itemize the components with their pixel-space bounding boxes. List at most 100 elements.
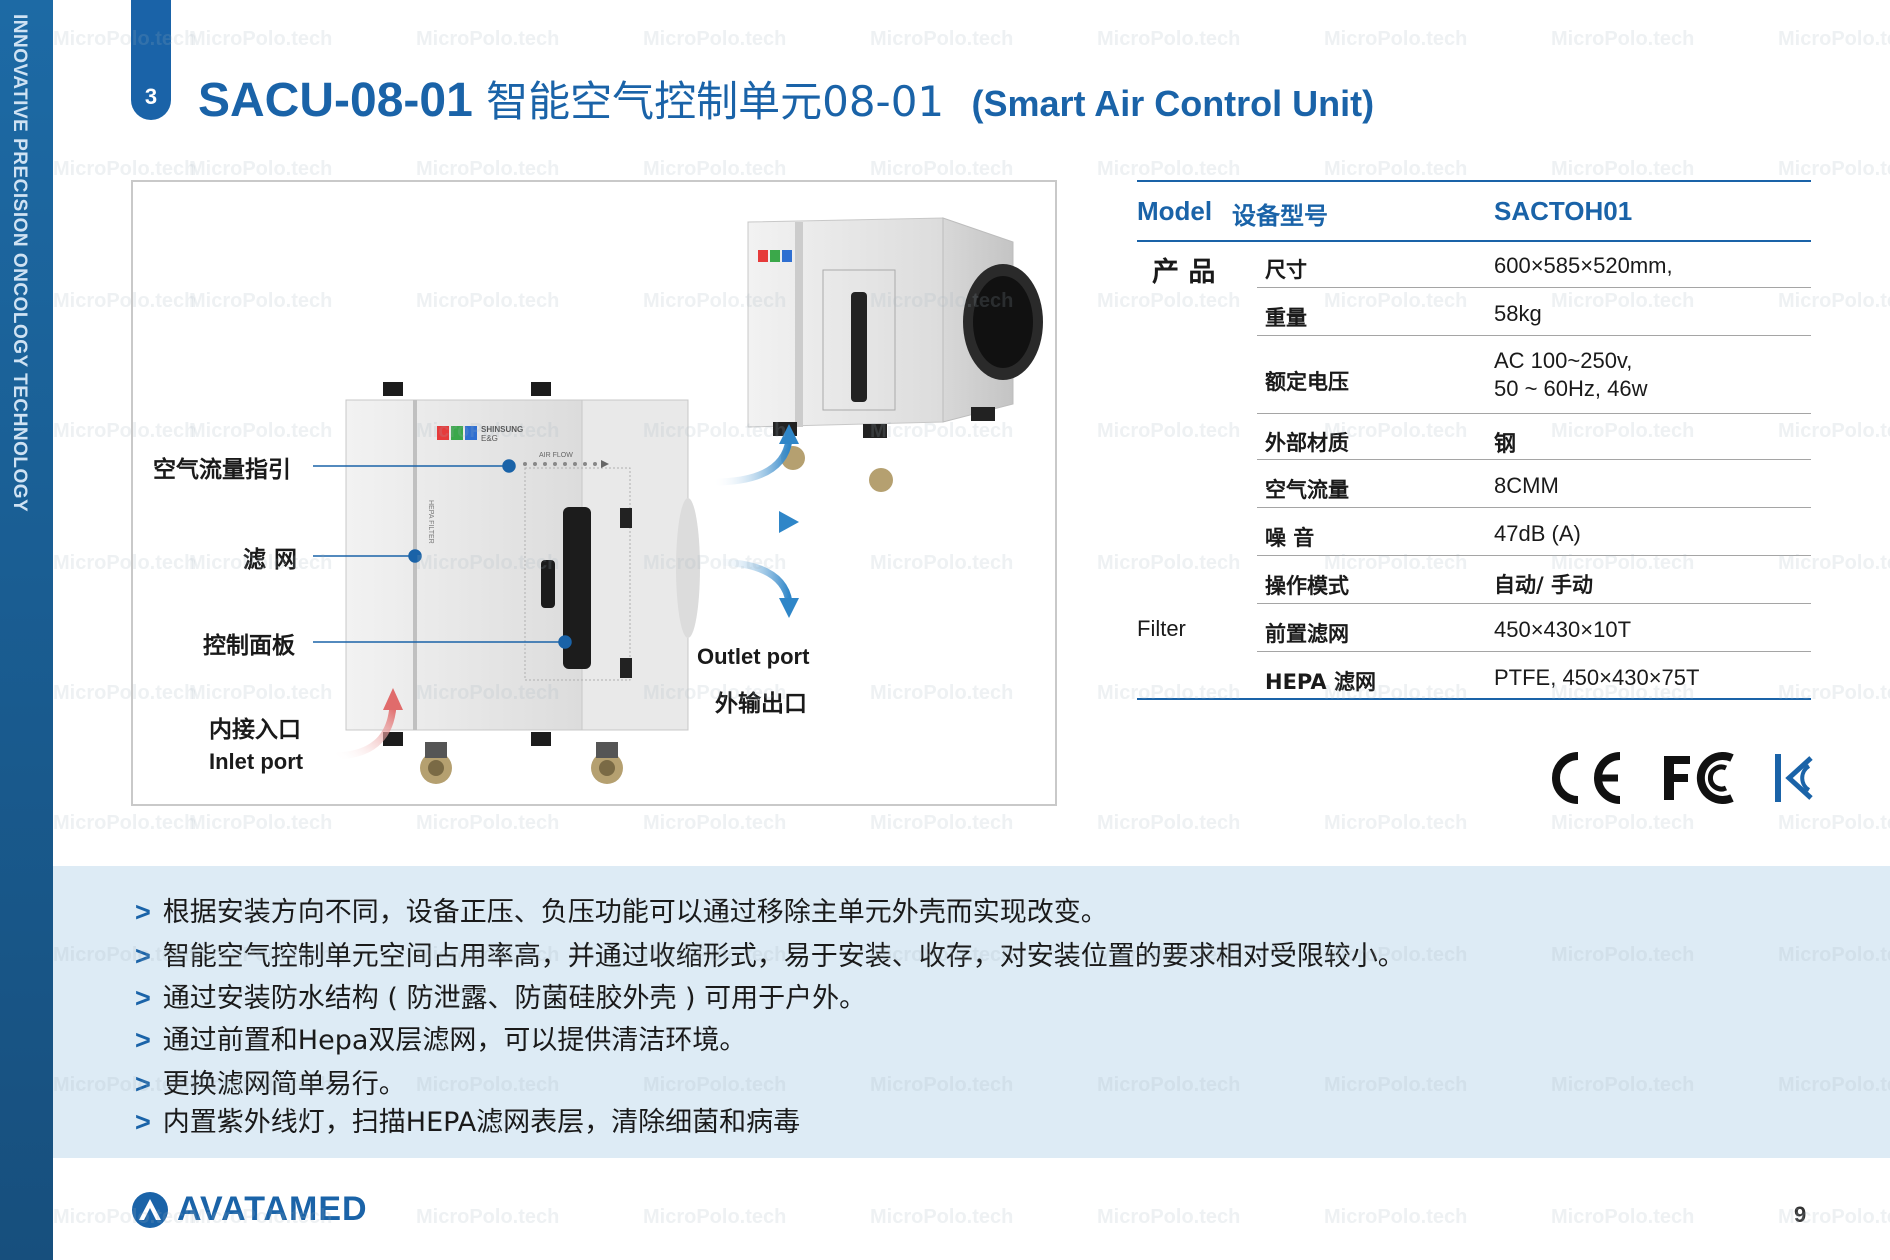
title-en: (Smart Air Control Unit) [971, 83, 1375, 124]
inlet-arrow [332, 688, 403, 760]
main-unit-illustration: SHINSUNG E&G AIR FLOW HEPA FILTER [345, 382, 700, 784]
brand-sub-text: E&G [481, 434, 498, 443]
watermark-text: MicroPolo.tech [870, 28, 1014, 50]
spec-header-label-en: Model [1137, 196, 1213, 226]
spec-row: 尺寸 600×585×520mm, [1137, 240, 1811, 288]
spec-value: 47dB (A) [1494, 521, 1581, 546]
spec-row: 噪 音 47dB (A) [1137, 508, 1811, 556]
company-logo: AVATAMED [131, 1190, 368, 1229]
spec-row: 空气流量 8CMM [1137, 460, 1811, 508]
product-image-frame: SHINSUNG E&G AIR FLOW HEPA FILTER [131, 180, 1057, 806]
watermark-text: MicroPolo.tech [1097, 812, 1241, 834]
section-badge-bar [131, 0, 171, 66]
spec-header: Model 设备型号 SACTOH01 [1137, 180, 1811, 242]
spec-header-label-cn: 设备型号 [1232, 202, 1328, 230]
spec-row: HEPA 滤网 PTFE, 450×430×75T [1137, 652, 1811, 700]
spec-row: 操作模式 自动/ 手动 [1137, 556, 1811, 604]
watermark-text: MicroPolo.tech [870, 812, 1014, 834]
spec-value: AC 100~250v, [1494, 348, 1633, 373]
spec-key: HEPA 滤网 [1265, 670, 1376, 694]
page-number: 9 [1794, 1202, 1807, 1227]
bullet-arrow: > [135, 1025, 151, 1055]
spec-row: 前置滤网 450×430×10T [1137, 604, 1811, 652]
logo-text: AVATAMED [177, 1190, 368, 1228]
spec-key: 前置滤网 [1265, 622, 1349, 646]
kc-logo-icon [1775, 754, 1813, 802]
title-model: SACU-08-01 [198, 74, 473, 127]
spec-group-product: 产 品 [1152, 257, 1216, 288]
bullet-arrow: > [135, 1107, 151, 1137]
spec-key: 空气流量 [1265, 478, 1349, 502]
page-title: SACU-08-01 智能空气控制单元08-01 (Smart Air Cont… [198, 68, 1374, 129]
spec-value: PTFE, 450×430×75T [1494, 665, 1700, 690]
title-cn: 智能空气控制单元08-01 [486, 77, 945, 126]
spec-value: 58kg [1494, 301, 1542, 326]
spec-row: 重量 58kg [1137, 288, 1811, 336]
watermark-text: MicroPolo.tech [53, 812, 197, 834]
spec-value: 450×430×10T [1494, 617, 1632, 642]
watermark-text: MicroPolo.tech [1097, 28, 1241, 50]
list-item: >内置紫外线灯，扫描HEPA滤网表层，清除细菌和病毒 [135, 1107, 801, 1138]
watermark-text: MicroPolo.tech [1324, 158, 1468, 180]
watermark-text: MicroPolo.tech [1778, 158, 1890, 180]
watermark-text: MicroPolo.tech [1551, 812, 1695, 834]
label-inlet-en: Inlet port [209, 749, 304, 774]
spec-key: 重量 [1265, 306, 1307, 330]
watermark-text: MicroPolo.tech [416, 28, 560, 50]
spec-row: 外部材质 钢 [1137, 414, 1811, 460]
list-item: >通过安装防水结构 ( 防泄露、防菌硅胶外壳 ) 可用于户外。 [135, 983, 867, 1014]
spec-key: 外部材质 [1265, 431, 1349, 455]
watermark-text: MicroPolo.tech [1324, 812, 1468, 834]
product-illustration: SHINSUNG E&G AIR FLOW HEPA FILTER [313, 217, 1043, 784]
watermark-text: MicroPolo.tech [1778, 28, 1890, 50]
fcc-mark [1660, 750, 1736, 810]
watermark-text: MicroPolo.tech [643, 1206, 787, 1228]
spec-row: 额定电压 AC 100~250v, 50 ~ 60Hz, 46w [1137, 336, 1811, 414]
watermark-text: MicroPolo.tech [189, 158, 333, 180]
spec-value: 8CMM [1494, 473, 1559, 498]
watermark-text: MicroPolo.tech [643, 158, 787, 180]
watermark-text: MicroPolo.tech [1551, 28, 1695, 50]
spec-group-filter: Filter [1137, 616, 1186, 641]
watermark-text: MicroPolo.tech [643, 812, 787, 834]
watermark-text: MicroPolo.tech [416, 158, 560, 180]
spec-value: 自动/ 手动 [1494, 573, 1593, 597]
list-item: >智能空气控制单元空间占用率高，并通过收缩形式，易于安装、收存，对安装位置的要求… [135, 941, 1405, 972]
bullet-arrow: > [135, 1069, 151, 1099]
watermark-text: MicroPolo.tech [870, 1206, 1014, 1228]
watermark-text: MicroPolo.tech [53, 28, 197, 50]
label-outlet-en: Outlet port [697, 644, 810, 669]
spec-header-value: SACTOH01 [1494, 196, 1633, 226]
list-item: >通过前置和Hepa双层滤网，可以提供清洁环境。 [135, 1025, 747, 1056]
label-outlet-cn: 外输出口 [715, 691, 807, 717]
bullet-arrow: > [135, 983, 151, 1013]
label-inlet-cn: 内接入口 [209, 717, 301, 743]
spec-value: 钢 [1494, 432, 1517, 457]
watermark-text: MicroPolo.tech [1324, 1206, 1468, 1228]
label-control-panel: 控制面板 [203, 633, 295, 659]
watermark-text: MicroPolo.tech [1551, 158, 1695, 180]
brand-name-text: SHINSUNG [481, 425, 523, 434]
spec-key: 尺寸 [1265, 258, 1307, 282]
bullet-arrow: > [135, 897, 151, 927]
watermark-text: MicroPolo.tech [1097, 158, 1241, 180]
small-unit-illustration [747, 217, 1043, 492]
airflow-indicator-text: AIR FLOW [539, 452, 573, 459]
fc-logo-icon [1664, 752, 1734, 804]
spec-value-line2: 50 ~ 60Hz, 46w [1494, 376, 1648, 401]
ce-mark [1544, 750, 1624, 810]
bullet-arrow: > [135, 941, 151, 971]
spec-table: Model 设备型号 SACTOH01 产 品 Filter 尺寸 600×58… [1137, 180, 1811, 700]
watermark-text: MicroPolo.tech [643, 28, 787, 50]
label-airflow-indicator: 空气流量指引 [153, 457, 291, 483]
watermark-text: MicroPolo.tech [870, 158, 1014, 180]
spec-key: 额定电压 [1265, 370, 1349, 394]
watermark-text: MicroPolo.tech [1324, 28, 1468, 50]
spec-key: 噪 音 [1265, 526, 1315, 550]
feature-list: >根据安装方向不同，设备正压、负压功能可以通过移除主单元外壳而实现改变。 >智能… [53, 866, 1890, 1158]
list-item: >根据安装方向不同，设备正压、负压功能可以通过移除主单元外壳而实现改变。 [135, 897, 1108, 928]
label-filter: 滤 网 [243, 547, 298, 573]
watermark-text: MicroPolo.tech [416, 1206, 560, 1228]
hepa-filter-side-text: HEPA FILTER [427, 500, 434, 544]
spec-key: 操作模式 [1265, 574, 1349, 598]
